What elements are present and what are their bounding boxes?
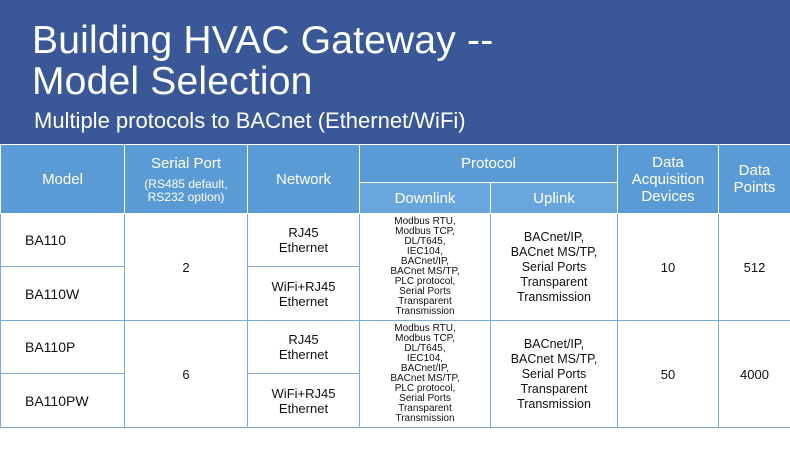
points-cell: 512 [718, 213, 790, 321]
points-cell: 4000 [718, 320, 790, 428]
header-downlink: Downlink [359, 182, 491, 214]
network-cell: RJ45 Ethernet [247, 213, 360, 267]
model-cell: BA110P [0, 320, 125, 374]
serial-port-cell: 2 [124, 213, 248, 321]
network-cell: WiFi+RJ45 Ethernet [247, 373, 360, 428]
page-subtitle: Multiple protocols to BACnet (Ethernet/W… [34, 108, 466, 133]
model-selection-table: Model Serial Port (RS485 default, RS232 … [0, 144, 790, 428]
model-cell: BA110PW [0, 373, 125, 428]
network-cell: WiFi+RJ45 Ethernet [247, 266, 360, 321]
uplink-cell: BACnet/IP, BACnet MS/TP, Serial Ports Tr… [490, 213, 618, 321]
header-data-points: Data Points [718, 144, 790, 214]
header-serial-port-label: Serial Port [150, 154, 222, 172]
header-serial-port-note: (RS485 default, RS232 option) [144, 176, 228, 204]
header-network: Network [247, 144, 360, 214]
model-cell: BA110 [0, 213, 125, 267]
header-uplink: Uplink [490, 182, 618, 214]
uplink-cell: BACnet/IP, BACnet MS/TP, Serial Ports Tr… [490, 320, 618, 428]
table-row: BA110W WiFi+RJ45 Ethernet [0, 266, 790, 321]
header-protocol: Protocol [359, 144, 618, 183]
header-data-acquisition-devices: Data Acquisition Devices [617, 144, 719, 214]
table-row: BA110P 6 RJ45 Ethernet Modbus RTU, Modbu… [0, 320, 790, 428]
table-row: BA110 2 RJ45 Ethernet Modbus RTU, Modbus… [0, 213, 790, 321]
table-row: BA110PW WiFi+RJ45 Ethernet [0, 373, 790, 428]
downlink-cell: Modbus RTU, Modbus TCP, DL/T645, IEC104,… [359, 213, 491, 321]
header-serial-port: Serial Port (RS485 default, RS232 option… [124, 144, 248, 214]
downlink-cell: Modbus RTU, Modbus TCP, DL/T645, IEC104,… [359, 320, 491, 428]
header-data-acquisition-devices-label: Data Acquisition Devices [631, 153, 705, 205]
header-model: Model [0, 144, 125, 214]
network-cell: RJ45 Ethernet [247, 320, 360, 374]
page-title: Building HVAC Gateway -- Model Selection [32, 19, 494, 103]
title-banner: Building HVAC Gateway -- Model Selection… [0, 0, 790, 144]
devices-cell: 10 [617, 213, 719, 321]
model-cell: BA110W [0, 266, 125, 321]
devices-cell: 50 [617, 320, 719, 428]
serial-port-cell: 6 [124, 320, 248, 428]
header-data-points-label: Data Points [733, 162, 776, 196]
